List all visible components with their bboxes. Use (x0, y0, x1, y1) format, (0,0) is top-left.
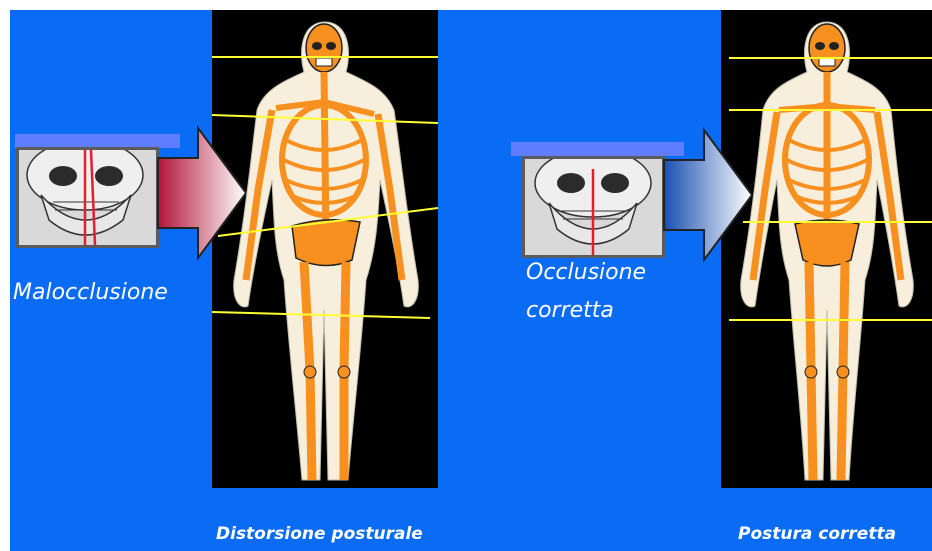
skull-header-bar-left (15, 134, 180, 148)
skull-image-correct-occlusion (522, 156, 665, 258)
malocclusion-label: Malocclusione (13, 276, 168, 310)
left-panel: Malocclusione Distorsione posturale (10, 10, 442, 551)
correct-occlusion-label-line2: corretta (526, 294, 614, 328)
skull-header-bar-right (511, 142, 684, 156)
caption-postural-distortion: Distorsione posturale (216, 524, 423, 544)
correct-occlusion-label-line1: Occlusione (526, 256, 646, 290)
skeleton-figure-distorted (212, 10, 438, 490)
right-panel: Occlusione corretta Postura corretta (442, 10, 932, 551)
skeleton-figure-correct (721, 10, 932, 490)
skull-image-malocclusion (16, 147, 159, 248)
caption-correct-posture: Postura corretta (738, 524, 896, 544)
